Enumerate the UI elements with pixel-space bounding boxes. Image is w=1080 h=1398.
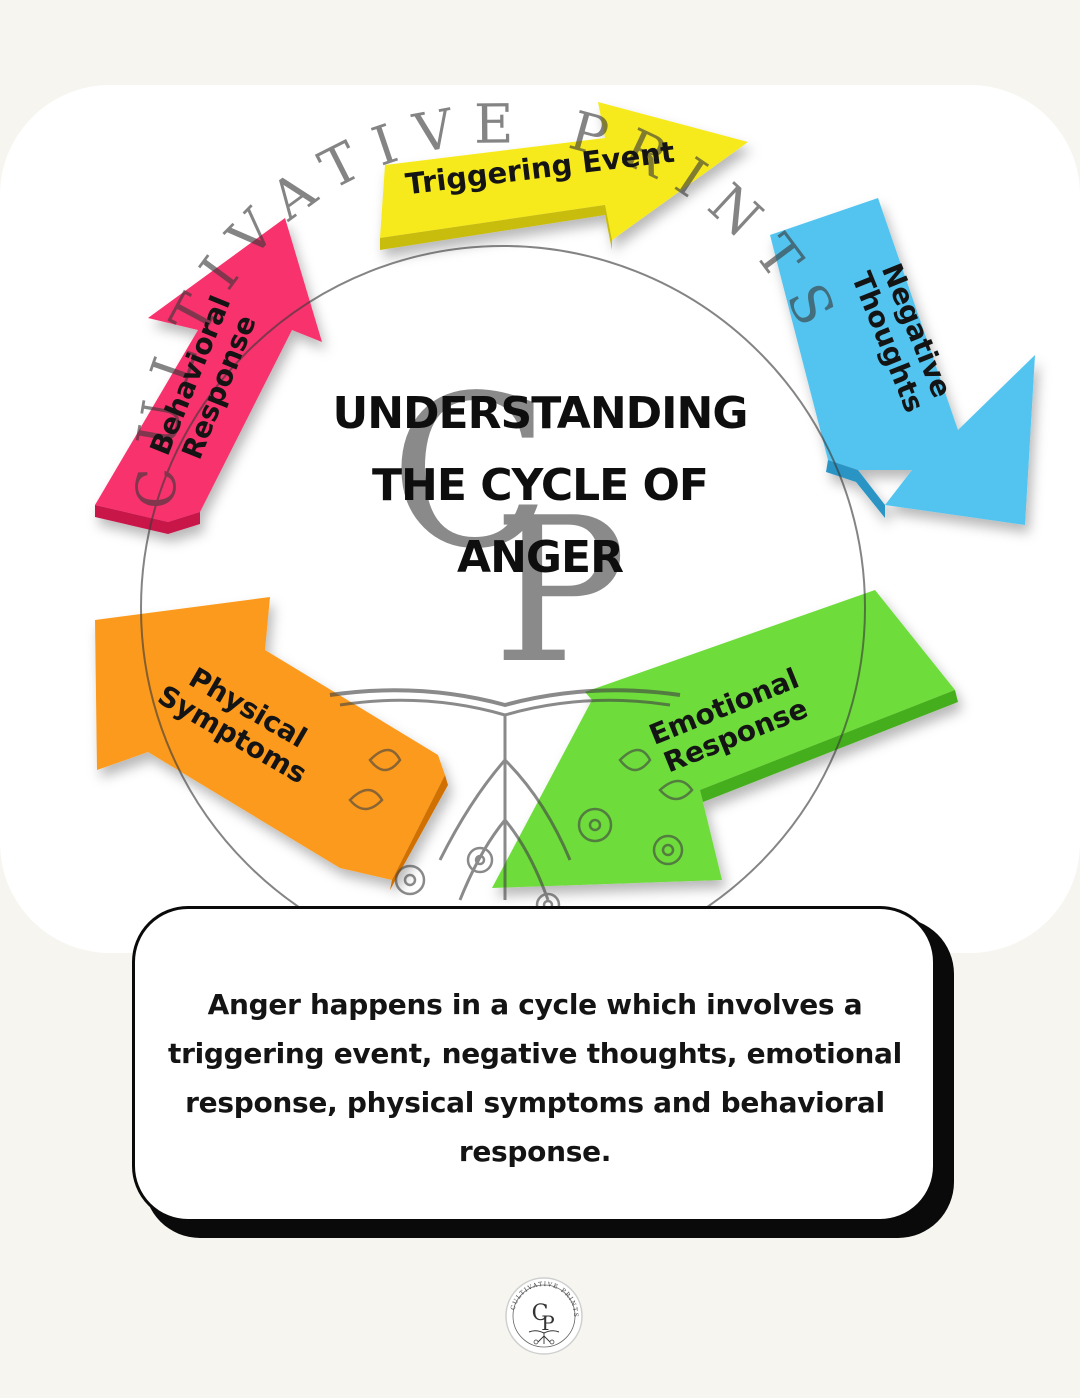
footer-logo: CULTIVATIVE PRINTS C P xyxy=(505,1277,583,1355)
diagram-title: UNDERSTANDING THE CYCLE OF ANGER xyxy=(300,378,780,594)
footer-monogram-p: P xyxy=(541,1311,554,1335)
watermark-monogram-p: P xyxy=(493,475,628,708)
title-line-3: ANGER xyxy=(457,532,624,583)
arrow-triggering-event xyxy=(380,102,748,250)
footer-monogram-c: C xyxy=(532,1301,549,1326)
arrow-physical-symptoms xyxy=(95,597,448,890)
arrow-negative-thoughts xyxy=(770,198,1035,525)
description-text: Anger happens in a cycle which involves … xyxy=(168,988,902,1168)
arrow-behavioral-response xyxy=(95,218,322,534)
watermark-monogram-c: C xyxy=(390,350,551,595)
description-box xyxy=(132,906,936,1222)
title-line-1: UNDERSTANDING xyxy=(332,388,748,439)
title-line-2: THE CYCLE OF xyxy=(372,460,709,511)
